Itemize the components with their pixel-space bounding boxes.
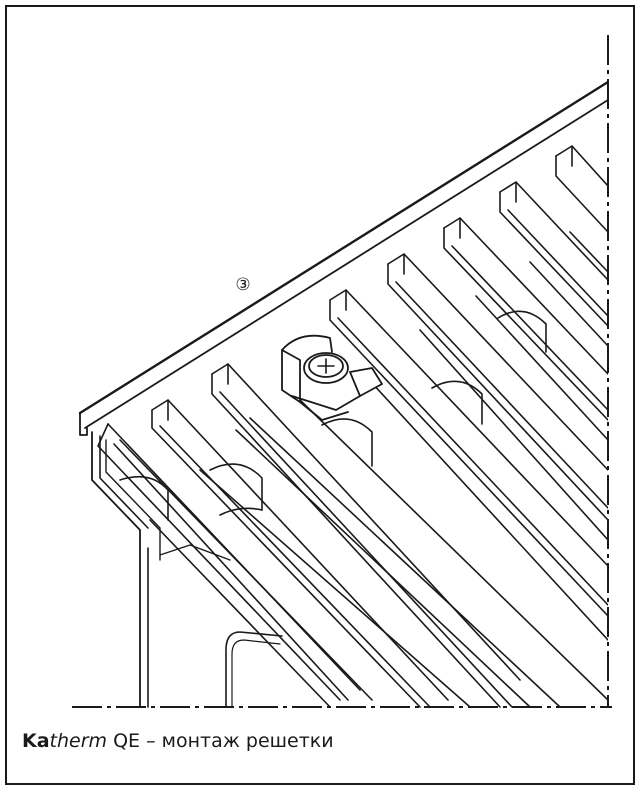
figure-frame <box>5 5 635 785</box>
figure-caption: Katherm QE – монтаж решетки <box>22 730 334 752</box>
grille-slats <box>97 145 608 708</box>
callout-number: ③ <box>235 275 250 295</box>
caption-brand-italic: therm <box>49 730 108 752</box>
caption-description: – монтаж решетки <box>140 730 334 752</box>
grille-frame <box>78 80 608 708</box>
screw-icon <box>317 358 335 374</box>
caption-model: QE <box>107 730 141 752</box>
caption-brand-bold: Ka <box>22 730 50 752</box>
